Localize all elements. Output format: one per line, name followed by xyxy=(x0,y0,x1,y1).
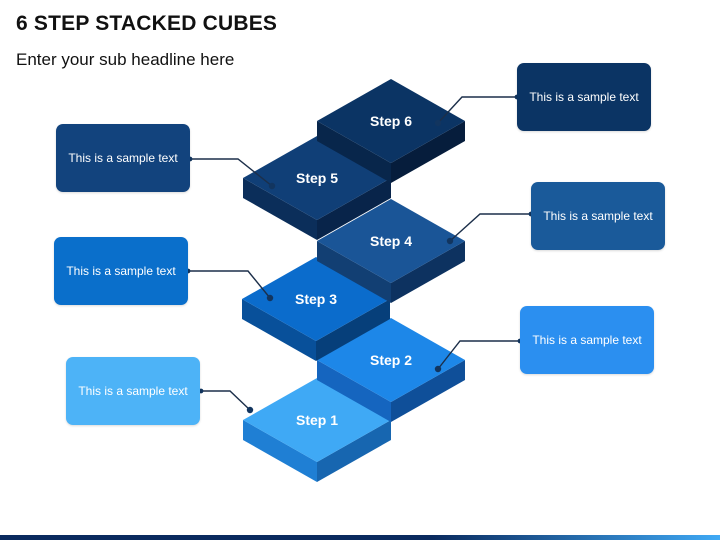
step-5-connector-dot xyxy=(268,182,276,190)
step-6-cube-top-face xyxy=(317,79,465,163)
step-4-connector-dot xyxy=(446,237,454,245)
step-6-cube: Step 6 xyxy=(317,79,465,183)
step-3-cube-side-face xyxy=(316,299,390,361)
step-4-cube: Step 4 xyxy=(317,199,465,303)
step-4-label: Step 4 xyxy=(370,233,412,249)
step-2-label: Step 2 xyxy=(370,352,412,368)
step-6-text-box: This is a sample text xyxy=(517,63,651,131)
step-2-cube-front-face xyxy=(317,360,391,422)
step-4-cube-side-face xyxy=(391,241,465,303)
step-5-text: This is a sample text xyxy=(68,150,178,165)
step-4-text-box: This is a sample text xyxy=(531,182,665,250)
step-3-connector-dot xyxy=(266,294,274,302)
bottom-accent-bar xyxy=(0,535,720,540)
step-6-cube-side-face xyxy=(391,121,465,183)
step-5-cube-front-face xyxy=(243,178,317,240)
step-5-text-box: This is a sample text xyxy=(56,124,190,192)
step-1-label: Step 1 xyxy=(296,412,338,428)
step-4-connector-line xyxy=(449,213,531,242)
step-1-cube-side-face xyxy=(317,420,391,482)
step-4-cube-front-face xyxy=(317,241,391,303)
step-5-connector-line xyxy=(190,158,273,187)
step-1-cube-front-face xyxy=(243,420,317,482)
step-6-cube-front-face xyxy=(317,121,391,183)
step-2-text-box: This is a sample text xyxy=(520,306,654,374)
page-subtitle: Enter your sub headline here xyxy=(16,50,235,69)
step-6-text: This is a sample text xyxy=(529,89,639,104)
step-1-text: This is a sample text xyxy=(78,383,188,398)
step-3-text: This is a sample text xyxy=(66,263,176,278)
step-6-connector-line xyxy=(437,96,517,124)
step-1-connector-dot xyxy=(246,406,254,414)
step-6-label: Step 6 xyxy=(370,113,412,129)
page-title: 6 STEP STACKED CUBES xyxy=(16,12,278,35)
step-2-text: This is a sample text xyxy=(532,332,642,347)
step-2-connector-dot xyxy=(434,365,442,373)
step-4-text: This is a sample text xyxy=(543,208,653,223)
step-2-cube-side-face xyxy=(391,360,465,422)
step-4-cube-top-face xyxy=(317,199,465,283)
step-5-label: Step 5 xyxy=(296,170,338,186)
step-1-connector-line xyxy=(201,390,251,411)
step-1-text-box: This is a sample text xyxy=(66,357,200,425)
step-3-connector-line xyxy=(188,270,271,299)
step-2-connector-line xyxy=(437,340,520,370)
step-3-label: Step 3 xyxy=(295,291,337,307)
step-3-text-box: This is a sample text xyxy=(54,237,188,305)
step-6-connector-dot xyxy=(434,119,442,127)
step-5-cube-side-face xyxy=(317,178,391,240)
step-3-cube-front-face xyxy=(242,299,316,361)
